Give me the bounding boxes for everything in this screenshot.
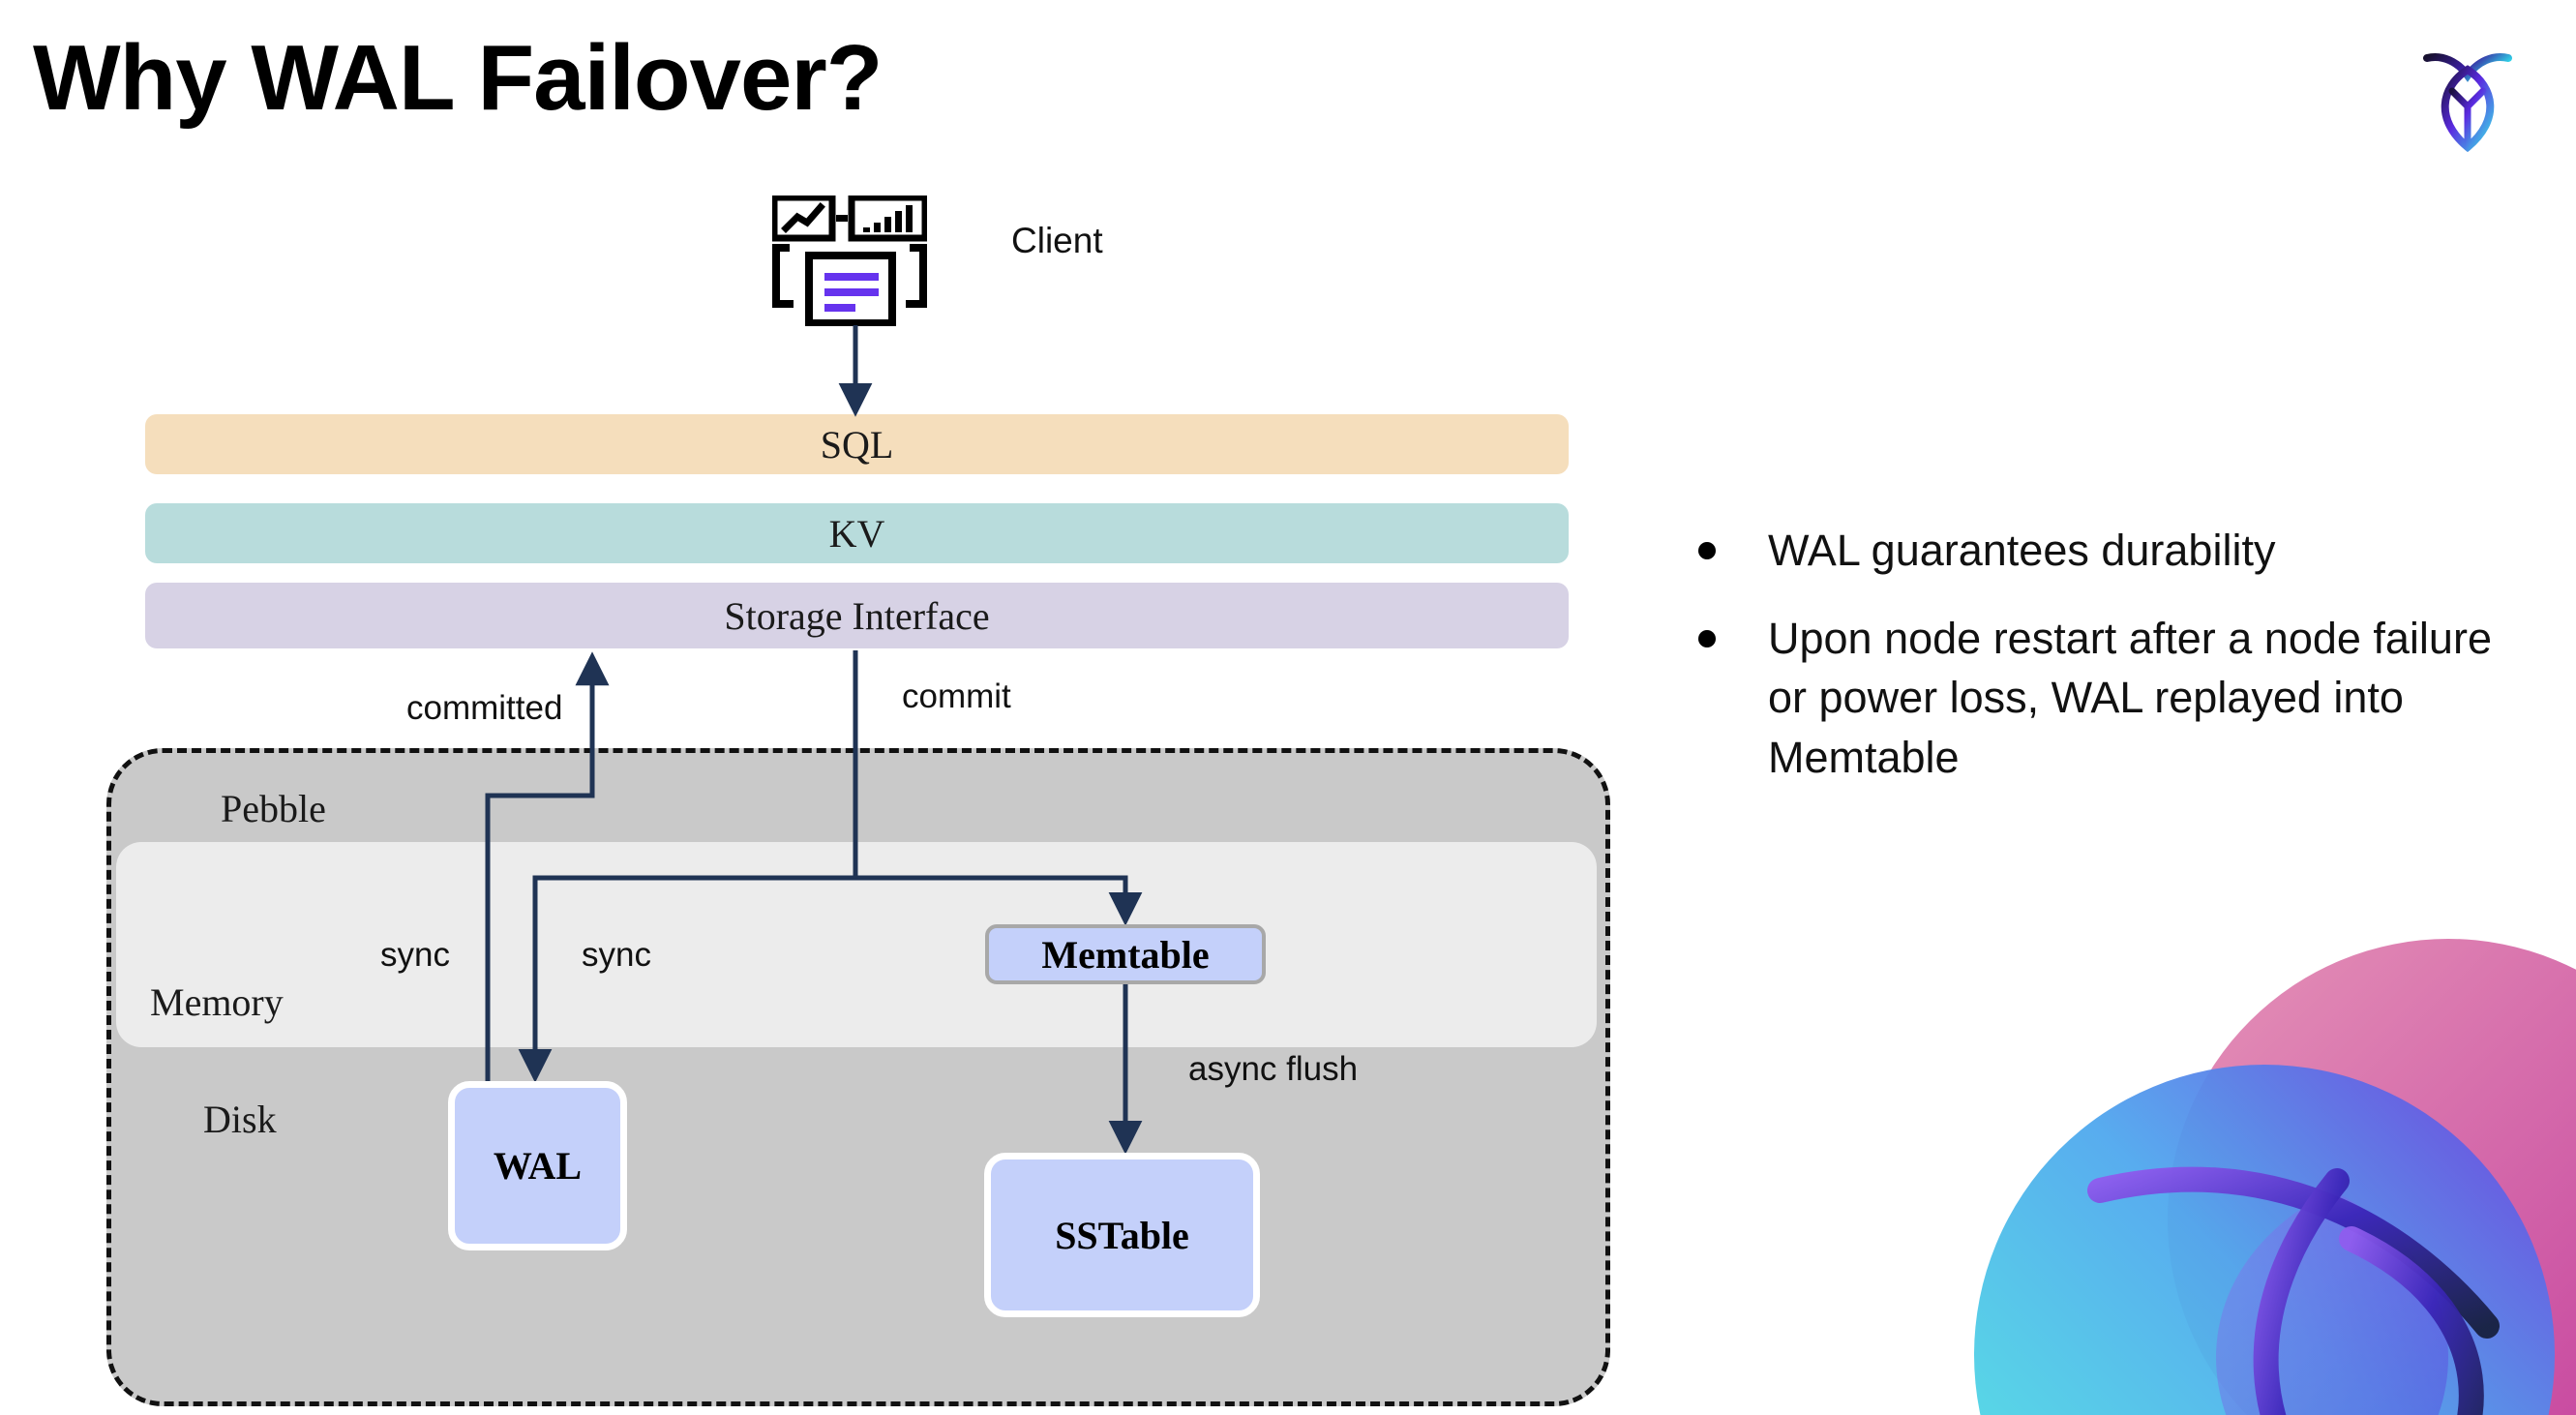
list-item: Upon node restart after a node failure o… bbox=[1698, 609, 2531, 787]
client-dashboard-icon bbox=[772, 196, 927, 326]
memory-label: Memory bbox=[150, 980, 284, 1024]
cockroach-leaf-logo-icon bbox=[2423, 53, 2512, 153]
client-label: Client bbox=[1011, 221, 1103, 260]
disk-label: Disk bbox=[203, 1098, 277, 1141]
bullet-text: WAL guarantees durability bbox=[1768, 526, 2276, 575]
node-sstable: SSTable bbox=[984, 1153, 1260, 1317]
layer-bar-storage-interface: Storage Interface bbox=[145, 583, 1569, 648]
node-memtable: Memtable bbox=[985, 924, 1266, 984]
layer-bar-storage-interface-label: Storage Interface bbox=[724, 593, 990, 638]
edge-label-async-flush: async flush bbox=[1188, 1050, 1359, 1088]
bullet-dot-icon bbox=[1698, 630, 1716, 648]
layer-bar-sql: SQL bbox=[145, 414, 1569, 474]
memory-region bbox=[116, 842, 1597, 1047]
bullet-text: Upon node restart after a node failure o… bbox=[1768, 614, 2492, 782]
list-item: WAL guarantees durability bbox=[1698, 521, 2531, 580]
edge-label-sync-left: sync bbox=[380, 936, 450, 974]
node-sstable-label: SSTable bbox=[1055, 1213, 1189, 1257]
layer-bar-sql-label: SQL bbox=[820, 422, 894, 467]
edge-label-sync-right: sync bbox=[582, 936, 651, 974]
layer-bar-kv-label: KV bbox=[828, 511, 885, 556]
pebble-label: Pebble bbox=[221, 787, 326, 830]
bullet-list: WAL guarantees durability Upon node rest… bbox=[1698, 521, 2531, 816]
layer-bar-kv: KV bbox=[145, 503, 1569, 563]
node-memtable-label: Memtable bbox=[1041, 932, 1210, 977]
node-wal: WAL bbox=[448, 1081, 627, 1250]
node-wal-label: WAL bbox=[493, 1144, 583, 1188]
edge-label-committed: committed bbox=[406, 689, 563, 727]
edge-label-commit: commit bbox=[902, 677, 1011, 715]
bullet-dot-icon bbox=[1698, 542, 1716, 559]
page-title: Why WAL Failover? bbox=[33, 26, 883, 130]
gradient-circles-artwork bbox=[1974, 939, 2576, 1415]
